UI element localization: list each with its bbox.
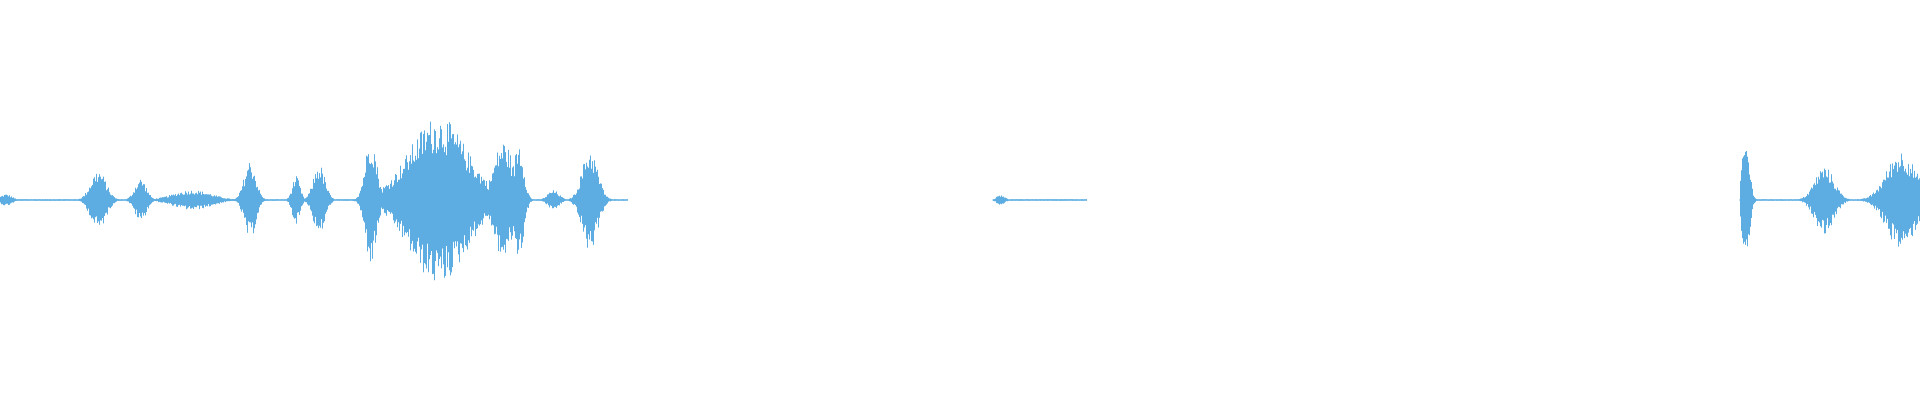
waveform-trace	[0, 121, 1920, 281]
